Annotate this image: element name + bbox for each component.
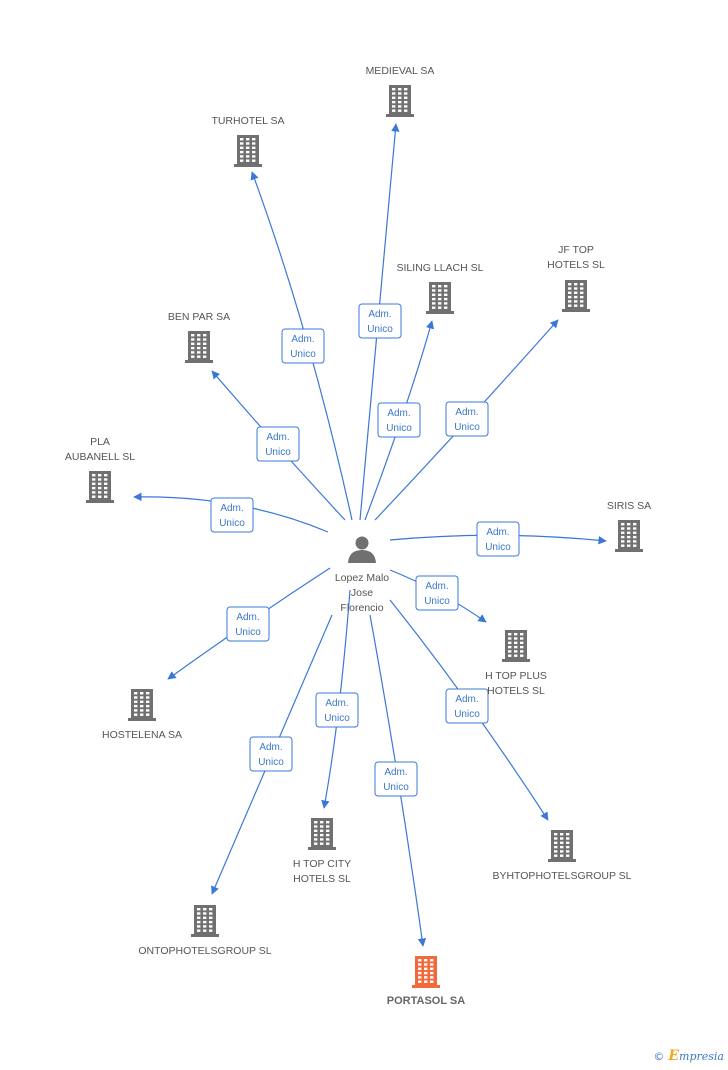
role-badge-htopplus[interactable]: Adm.Unico	[415, 575, 459, 611]
company-label: TURHOTEL SA	[211, 115, 284, 127]
role-badge-hostelena[interactable]: Adm.Unico	[226, 606, 270, 642]
building-icon	[562, 280, 590, 312]
company-node-turhotel[interactable]: TURHOTEL SA	[211, 115, 285, 167]
role-badge-label: Adm.Unico	[235, 612, 261, 638]
person-icon	[348, 536, 376, 563]
building-icon	[615, 520, 643, 552]
copyright-symbol: ©	[653, 1050, 665, 1063]
role-badge-label: Adm.Unico	[258, 742, 284, 768]
company-node-hostelena[interactable]: HOSTELENA SA	[102, 689, 182, 741]
company-node-portasol[interactable]: PORTASOL SA	[387, 956, 465, 1007]
role-badge-label: Adm.Unico	[324, 698, 350, 724]
role-badge-label: Adm.Unico	[290, 334, 316, 360]
brand-name: mpresia	[679, 1050, 724, 1063]
building-icon	[86, 471, 114, 503]
company-label: SILING LLACH SL	[397, 262, 484, 274]
role-badge-label: Adm.Unico	[485, 527, 511, 553]
building-icon	[128, 689, 156, 721]
building-icon	[185, 331, 213, 363]
company-label: BYHTOPHOTELSGROUP SL	[492, 870, 631, 882]
role-badge-siris[interactable]: Adm.Unico	[476, 521, 520, 557]
role-badge-jftop[interactable]: Adm.Unico	[445, 401, 489, 437]
company-label: HOSTELENA SA	[102, 729, 182, 741]
building-icon	[502, 630, 530, 662]
company-node-siris[interactable]: SIRIS SA	[607, 500, 651, 552]
role-badge-label: Adm.Unico	[219, 503, 245, 529]
building-icon-highlighted	[412, 956, 440, 988]
company-label: ONTOPHOTELSGROUP SL	[138, 945, 271, 957]
empresia-logo: ©Empresia	[653, 1048, 724, 1064]
company-node-benpar[interactable]: BEN PAR SA	[168, 311, 230, 363]
role-badge-benpar[interactable]: Adm.Unico	[256, 426, 300, 462]
company-node-ontop[interactable]: ONTOPHOTELSGROUP SL	[138, 905, 272, 957]
role-badge-label: Adm.Unico	[454, 407, 480, 433]
role-badge-htopcity[interactable]: Adm.Unico	[315, 692, 359, 728]
role-badge-ontop[interactable]: Adm.Unico	[249, 736, 293, 772]
role-badge-label: Adm.Unico	[367, 309, 393, 335]
company-node-medieval[interactable]: MEDIEVAL SA	[366, 65, 435, 117]
company-node-byhto[interactable]: BYHTOPHOTELSGROUP SL	[492, 830, 632, 882]
company-label: MEDIEVAL SA	[366, 65, 435, 77]
company-label: PORTASOL SA	[387, 995, 465, 1007]
building-icon	[386, 85, 414, 117]
role-badge-portasol[interactable]: Adm.Unico	[374, 761, 418, 797]
role-badge-label: Adm.Unico	[424, 581, 450, 607]
building-icon	[191, 905, 219, 937]
role-badge-turhotel[interactable]: Adm.Unico	[281, 328, 325, 364]
role-badge-byhto[interactable]: Adm.Unico	[445, 688, 489, 724]
company-label: SIRIS SA	[607, 500, 651, 512]
company-node-siling[interactable]: SILING LLACH SL	[397, 262, 484, 314]
role-badge-label: Adm.Unico	[454, 694, 480, 720]
building-icon	[234, 135, 262, 167]
role-badge-medieval[interactable]: Adm.Unico	[358, 303, 402, 339]
company-label: BEN PAR SA	[168, 311, 230, 323]
role-badge-label: Adm.Unico	[265, 432, 291, 458]
role-badge-siling[interactable]: Adm.Unico	[377, 402, 421, 438]
building-icon	[308, 818, 336, 850]
brand-initial: E	[668, 1048, 680, 1064]
building-icon	[548, 830, 576, 862]
role-badge-pla[interactable]: Adm.Unico	[210, 497, 254, 533]
role-badge-label: Adm.Unico	[386, 408, 412, 434]
role-badge-label: Adm.Unico	[383, 767, 409, 793]
building-icon	[426, 282, 454, 314]
